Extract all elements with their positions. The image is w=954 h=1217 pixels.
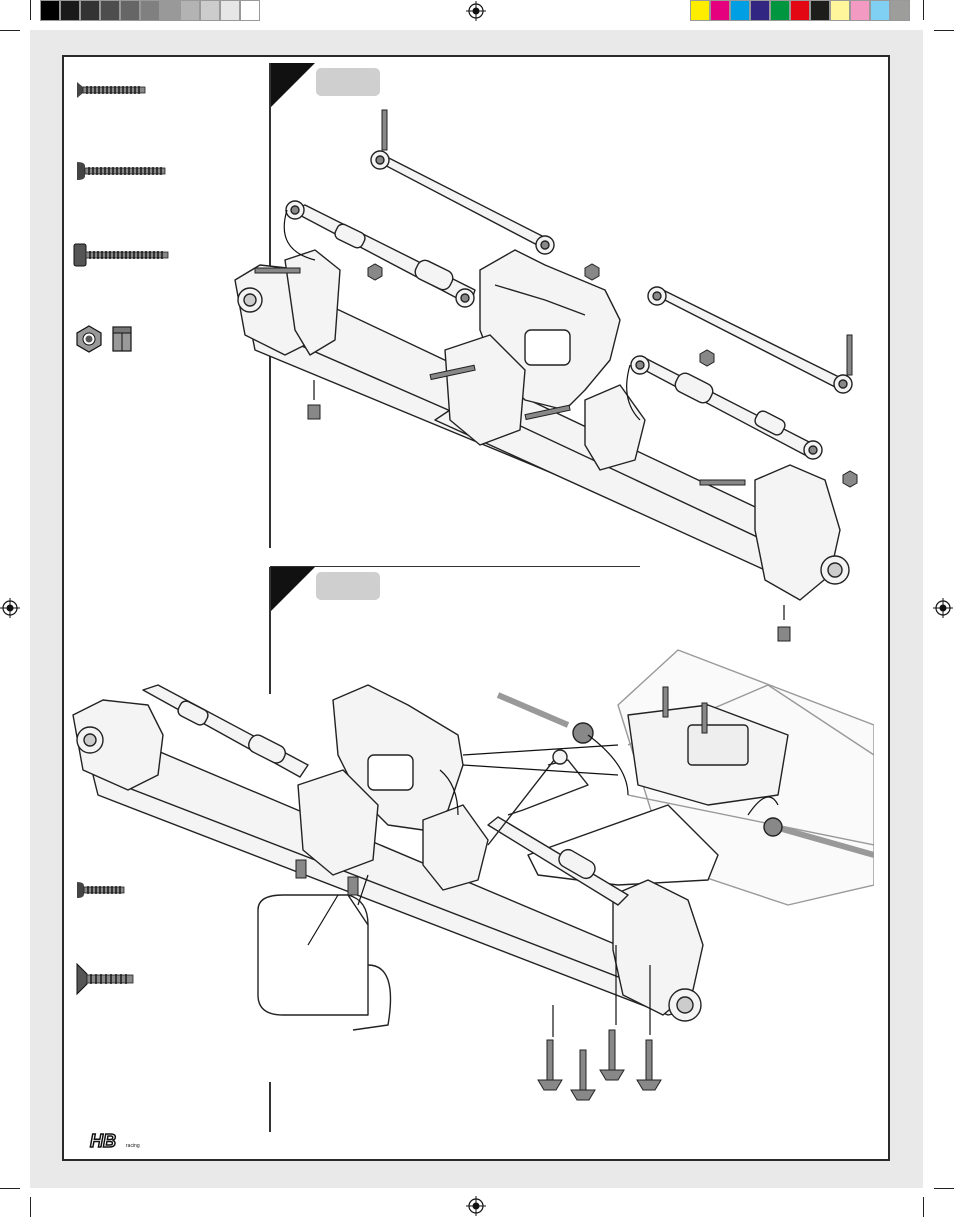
instruction-panel — [62, 55, 890, 1161]
color-swatch — [200, 0, 220, 21]
color-swatch — [790, 0, 810, 21]
color-swatch — [220, 0, 240, 21]
registration-mark-icon — [933, 598, 953, 618]
svg-text:HB: HB — [90, 1131, 116, 1151]
crop-mark — [934, 1188, 954, 1189]
screw-icon — [77, 162, 166, 180]
color-swatch — [180, 0, 200, 21]
color-swatch — [100, 0, 120, 21]
registration-mark-icon — [466, 1196, 486, 1216]
crop-mark — [0, 30, 20, 31]
step-2-chassis-drawing — [72, 649, 874, 1101]
registration-mark-icon — [466, 1, 486, 21]
color-swatch — [240, 0, 260, 21]
color-swatch — [40, 0, 60, 21]
color-swatch — [710, 0, 730, 21]
screw-icon — [73, 243, 169, 267]
color-swatch — [140, 0, 160, 21]
crop-mark — [30, 0, 31, 20]
color-swatch — [810, 0, 830, 21]
hb-racing-logo: HB racing — [89, 1130, 140, 1152]
color-swatch — [730, 0, 750, 21]
color-swatch — [690, 0, 710, 21]
crop-mark — [923, 1197, 924, 1217]
color-swatch — [850, 0, 870, 21]
step-marker-1 — [270, 63, 315, 108]
color-swatch — [120, 0, 140, 21]
screw-icon — [77, 882, 125, 898]
color-swatch — [870, 0, 890, 21]
nut-icon — [112, 326, 132, 352]
step-rule-2 — [270, 566, 640, 567]
color-swatch — [770, 0, 790, 21]
step-number-box-1 — [316, 68, 380, 96]
color-swatch — [830, 0, 850, 21]
step-number-box-2 — [316, 572, 380, 600]
nut-icon — [76, 325, 102, 353]
crop-mark — [923, 0, 924, 20]
color-swatch — [750, 0, 770, 21]
screw-icon — [76, 962, 134, 996]
crop-mark — [934, 30, 954, 31]
screw-icon — [77, 82, 146, 98]
registration-mark-icon — [0, 598, 20, 618]
svg-text:racing: racing — [126, 1143, 140, 1149]
crop-mark — [0, 1188, 20, 1189]
color-swatch — [80, 0, 100, 21]
step-1-suspension-drawing — [234, 109, 858, 642]
color-swatch — [890, 0, 910, 21]
step-divider-2 — [269, 567, 271, 694]
crop-mark — [30, 1197, 31, 1217]
color-swatch — [60, 0, 80, 21]
grayscale-color-bar — [40, 0, 260, 21]
color-swatch — [160, 0, 180, 21]
step-divider-3 — [269, 1082, 271, 1132]
step-marker-2 — [270, 567, 315, 612]
process-color-bar — [690, 0, 910, 21]
